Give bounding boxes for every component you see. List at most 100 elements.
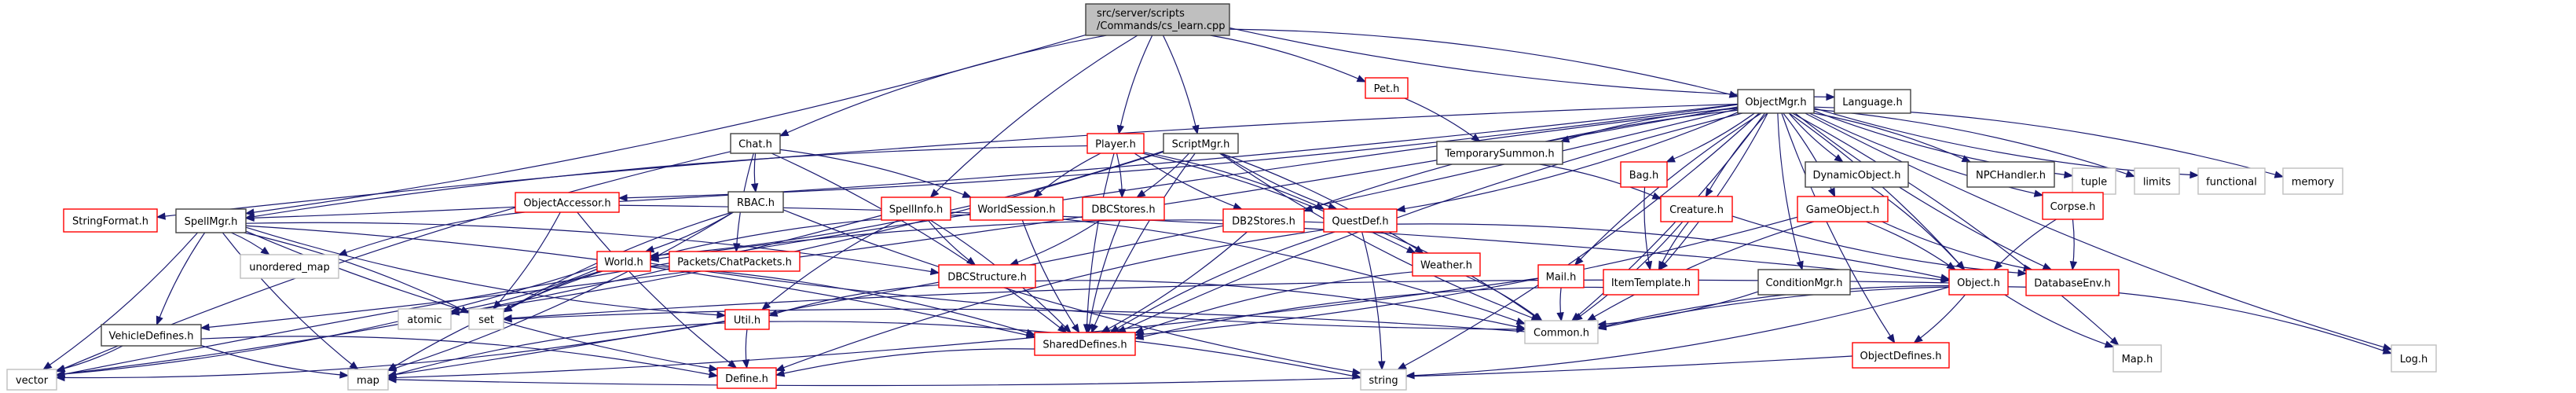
node-pet[interactable]: Pet.h	[1365, 77, 1409, 99]
node-bag[interactable]: Bag.h	[1620, 161, 1668, 188]
node-box	[240, 254, 339, 279]
node-functional: functional	[2197, 167, 2266, 195]
node-creature[interactable]: Creature.h	[1660, 196, 1733, 222]
edge-Util-to-vector	[56, 321, 726, 379]
node-objectaccessor[interactable]: ObjectAccessor.h	[515, 192, 620, 213]
arrowhead-ObjectMgr-to-Creature	[1705, 187, 1713, 198]
node-databaseenv[interactable]: DatabaseEnv.h	[2025, 269, 2120, 296]
arrowhead-SharedDefines-to-Define	[775, 369, 786, 377]
node-object[interactable]: Object.h	[1948, 269, 2009, 296]
node-objectmgr[interactable]: ObjectMgr.h	[1737, 89, 1815, 114]
node-language[interactable]: Language.h	[1834, 89, 1911, 114]
node-box	[1834, 89, 1911, 114]
edge-SpellInfo-to-Util	[761, 219, 900, 310]
node-vector: vector	[6, 369, 57, 391]
node-dynamicobject[interactable]: DynamicObject.h	[1805, 161, 1909, 188]
edge-World-to-atomic	[450, 268, 598, 312]
node-weather[interactable]: Weather.h	[1412, 252, 1481, 277]
node-db2stores[interactable]: DB2Stores.h	[1222, 208, 1305, 233]
node-atomic: atomic	[398, 308, 452, 330]
node-world[interactable]: World.h	[596, 251, 651, 272]
edge-Player-to-DB2Stores	[1134, 152, 1242, 210]
node-common: Common.h	[1524, 320, 1599, 344]
arrowhead-SpellMgr-to-unordered_map	[260, 246, 270, 255]
node-corpse[interactable]: Corpse.h	[2042, 192, 2104, 220]
arrowhead-DBCStructure-to-Util	[768, 309, 779, 317]
arrowhead-Object-to-MapH	[2104, 340, 2115, 348]
arrowhead-DatabaseEnv-to-Common	[1596, 323, 1607, 331]
node-spellmgr[interactable]: SpellMgr.h	[175, 208, 247, 233]
node-stringformat[interactable]: StringFormat.h	[63, 208, 158, 233]
arrowhead-Object-to-string	[1405, 372, 1415, 380]
node-box	[1365, 77, 1409, 99]
arrowhead-SpellMgr-to-vector	[42, 362, 53, 370]
node-label: StringFormat.h	[72, 216, 148, 228]
edge-cs_learn-to-ObjectMgr	[1229, 28, 1739, 97]
node-label: ObjectDefines.h	[1860, 351, 1942, 362]
node-box	[1537, 264, 1585, 288]
node-log: Log.h	[2391, 344, 2437, 373]
node-conditionmgr[interactable]: ConditionMgr.h	[1757, 269, 1851, 296]
edge-GameObject-to-DatabaseEnv	[1882, 221, 2032, 270]
node-box	[1034, 332, 1136, 356]
node-chatpackets[interactable]: Packets/ChatPackets.h	[669, 251, 801, 272]
node-label: limits	[2143, 177, 2171, 189]
node-rbac[interactable]: RBAC.h	[727, 191, 784, 213]
arrowhead-ObjectMgr-to-DynamicObject	[1834, 154, 1844, 163]
arrowhead-Corpse-to-Object	[1993, 261, 2003, 270]
node-label: string	[1369, 375, 1398, 387]
arrowhead-ObjectMgr-to-ObjectAccessor	[617, 193, 628, 202]
node-tuple: tuple	[2072, 167, 2116, 195]
edge-SpellMgr-to-Util	[245, 226, 726, 316]
node-questdef[interactable]: QuestDef.h	[1323, 208, 1398, 233]
node-spellinfo[interactable]: SpellInfo.h	[881, 196, 951, 221]
node-chat[interactable]: Chat.h	[730, 133, 781, 154]
node-scriptmgr[interactable]: ScriptMgr.h	[1163, 133, 1239, 154]
node-box	[1660, 196, 1733, 222]
node-box	[596, 251, 651, 272]
node-shareddefines[interactable]: SharedDefines.h	[1034, 332, 1136, 356]
node-box	[63, 208, 158, 233]
arrowhead-Player-to-SpellMgr	[244, 212, 255, 221]
edge-cs_learn-to-Language	[1229, 27, 1835, 98]
node-box	[881, 196, 951, 221]
node-label: ObjectAccessor.h	[523, 198, 610, 210]
arrowhead-ObjectMgr-to-Bag	[1665, 155, 1676, 163]
edge-ScriptMgr-to-SharedDefines	[1090, 152, 1196, 333]
edge-cs_learn-to-SpellInfo	[930, 35, 1138, 198]
node-vehicledefines[interactable]: VehicleDefines.h	[101, 324, 202, 347]
node-dbcstores[interactable]: DBCStores.h	[1082, 196, 1165, 221]
node-temporarysummon[interactable]: TemporarySummon.h	[1436, 141, 1563, 165]
node-label: RBAC.h	[737, 197, 775, 209]
node-gameobject[interactable]: GameObject.h	[1797, 196, 1889, 222]
arrowhead-Player-to-DBCStores	[1118, 189, 1126, 199]
edge-ObjectMgr-to-Log	[1805, 112, 2392, 351]
node-npchandler[interactable]: NPCHandler.h	[1966, 161, 2055, 188]
node-worldsession[interactable]: WorldSession.h	[969, 196, 1064, 221]
edge-SpellMgr-to-SharedDefines	[245, 225, 1035, 338]
node-itemtemplate[interactable]: ItemTemplate.h	[1603, 269, 1699, 296]
edge-ObjectMgr-to-string	[1398, 112, 1760, 370]
node-define[interactable]: Define.h	[716, 367, 777, 389]
node-mail[interactable]: Mail.h	[1537, 264, 1585, 288]
edge-ObjectMgr-to-SharedDefines	[1117, 112, 1742, 333]
node-objectdefines[interactable]: ObjectDefines.h	[1852, 342, 1950, 369]
edge-Chat-to-WorldSession	[779, 149, 972, 198]
arrowhead-ObjectMgr-to-DatabaseEnv	[2042, 263, 2053, 270]
edge-DBCStructure-to-Common	[1035, 280, 1526, 329]
arrowhead-ObjectMgr-to-Corpse	[2033, 189, 2044, 197]
node-label: DBCStores.h	[1091, 204, 1155, 216]
edge-SharedDefines-to-Define	[775, 348, 1035, 376]
arrowhead-cs_learn-to-Player	[1116, 124, 1125, 135]
arrowhead-ObjectMgr-to-memory	[2274, 171, 2285, 178]
edge-Object-to-ObjectDefines	[1914, 294, 1966, 343]
arrowhead-WorldSession-to-Common	[1515, 317, 1526, 325]
node-dbcstructure[interactable]: DBCStructure.h	[938, 264, 1036, 288]
edge-ScriptMgr-to-atomic	[450, 151, 1164, 314]
node-player[interactable]: Player.h	[1086, 133, 1145, 154]
node-label: Common.h	[1534, 328, 1589, 340]
edge-ScriptMgr-to-Common	[1219, 152, 1540, 321]
node-box	[2072, 167, 2116, 195]
node-label: unordered_map	[249, 262, 330, 274]
node-util[interactable]: Util.h	[724, 309, 770, 330]
